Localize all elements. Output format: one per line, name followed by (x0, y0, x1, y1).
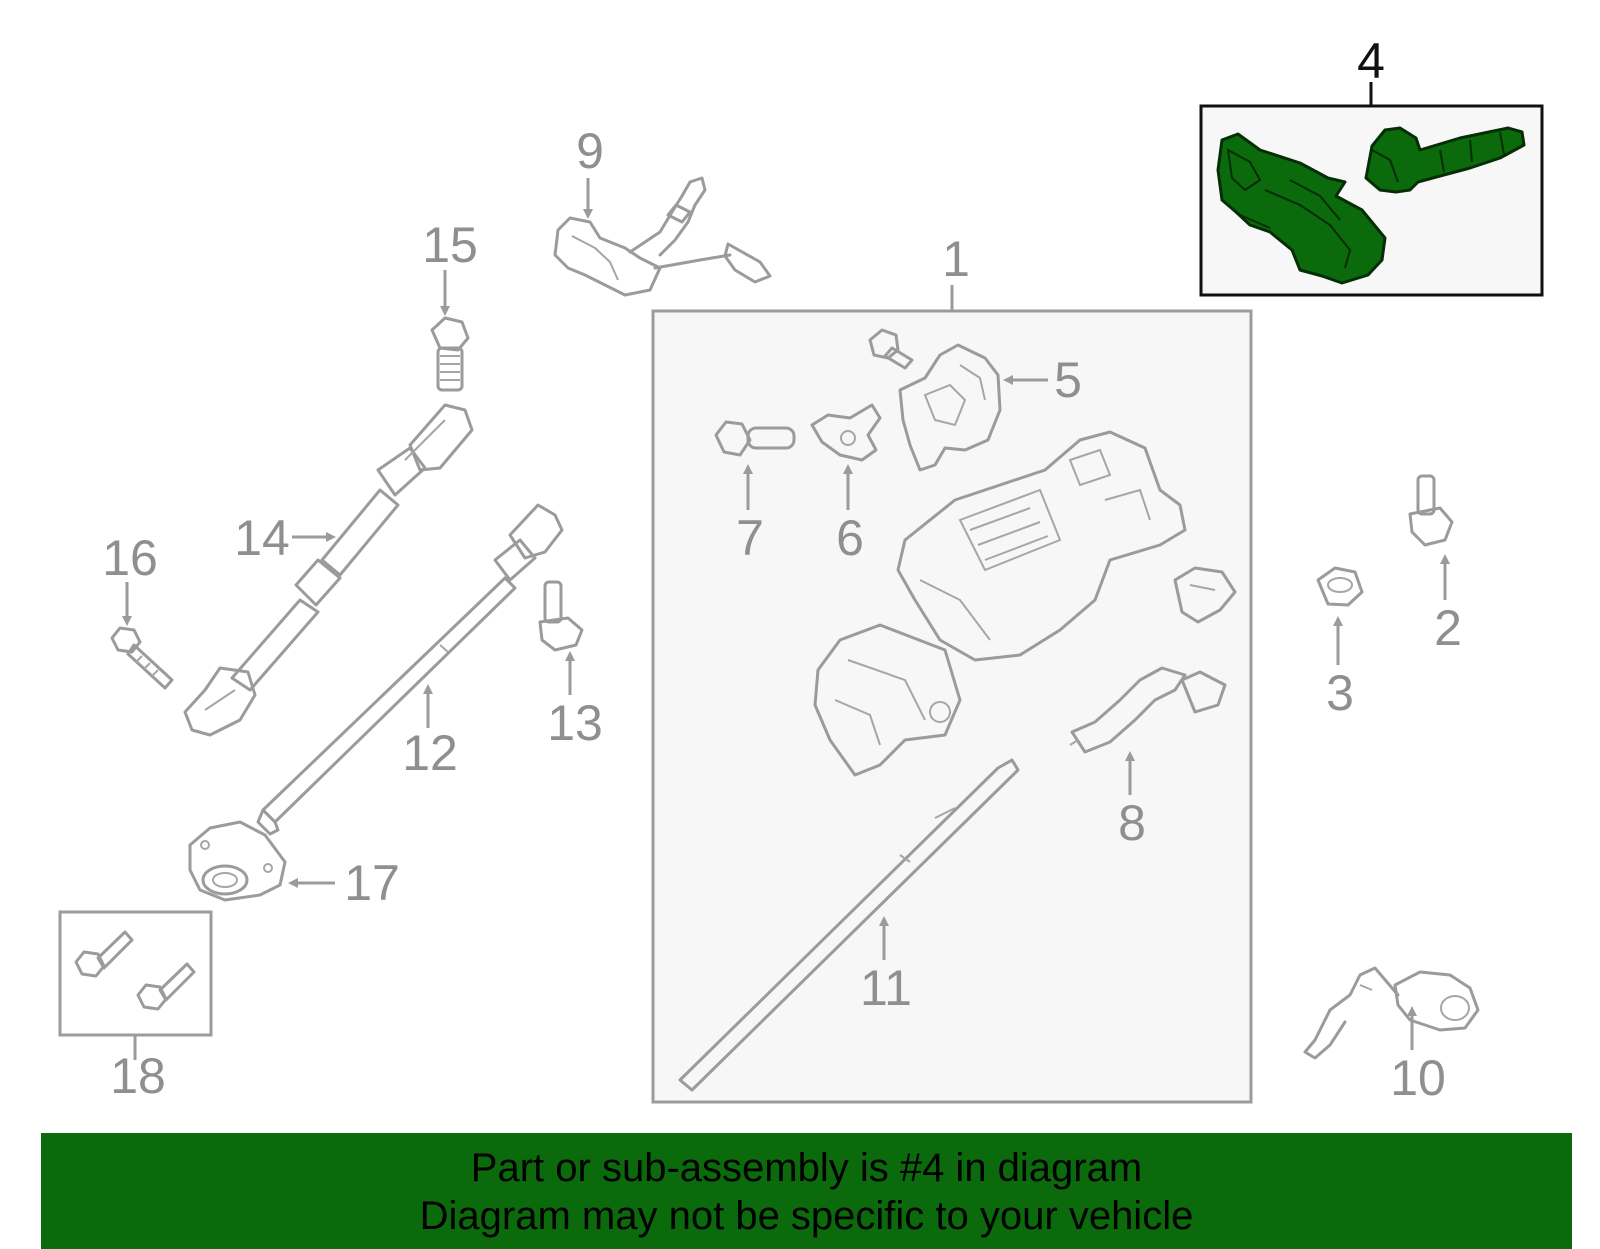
part-screw-top (868, 328, 914, 370)
part-9-sensor-cable (553, 176, 772, 297)
part-16-bolt (110, 626, 174, 690)
part-18-bolt-kit (58, 910, 213, 1060)
part-17-boot-seal (188, 820, 287, 902)
callout-18[interactable]: 18 (110, 1048, 166, 1104)
callout-16[interactable]: 16 (102, 530, 158, 586)
callout-3[interactable]: 3 (1326, 665, 1354, 721)
callout-10[interactable]: 10 (1390, 1050, 1446, 1106)
callout-17[interactable]: 17 (344, 855, 400, 911)
part-2-bolt (1408, 474, 1454, 547)
callout-13[interactable]: 13 (547, 695, 603, 751)
callout-6[interactable]: 6 (836, 510, 864, 566)
part-7-bolt (714, 420, 796, 457)
steering-column-assembly-box (651, 285, 1253, 1104)
info-banner: Part or sub-assembly is #4 in diagram Di… (41, 1133, 1572, 1249)
banner-line-2: Diagram may not be specific to your vehi… (419, 1194, 1194, 1238)
callout-14[interactable]: 14 (234, 510, 290, 566)
callout-8[interactable]: 8 (1118, 795, 1146, 851)
callout-2[interactable]: 2 (1434, 600, 1462, 656)
callout-9[interactable]: 9 (576, 123, 604, 179)
steering-column-housing (813, 430, 1187, 777)
part-13-bolt (538, 580, 584, 652)
part-connector (1173, 566, 1237, 624)
part-12-lower-shaft (256, 503, 564, 836)
part-3-nut (1316, 566, 1364, 607)
part-11-upper-shaft (678, 758, 1020, 1092)
callout-11[interactable]: 11 (860, 960, 912, 1016)
wiper-stalk-lever (1364, 126, 1526, 194)
callout-4[interactable]: 4 (1357, 33, 1385, 89)
callout-1[interactable]: 1 (942, 231, 970, 287)
part-6-bracket (810, 403, 882, 462)
callout-12[interactable]: 12 (402, 725, 458, 781)
callout-5[interactable]: 5 (1054, 352, 1082, 408)
callout-15[interactable]: 15 (422, 217, 478, 273)
part-5-lock-housing (898, 343, 1002, 472)
part-4-highlight-box[interactable] (1199, 82, 1544, 297)
part-14-intermediate-shaft (183, 403, 474, 737)
callout-7[interactable]: 7 (736, 510, 764, 566)
banner-line-1: Part or sub-assembly is #4 in diagram (470, 1146, 1143, 1190)
part-15-bolt (430, 316, 470, 392)
part-10-sensor (1303, 966, 1480, 1060)
part-8-wire-harness (1069, 666, 1227, 754)
